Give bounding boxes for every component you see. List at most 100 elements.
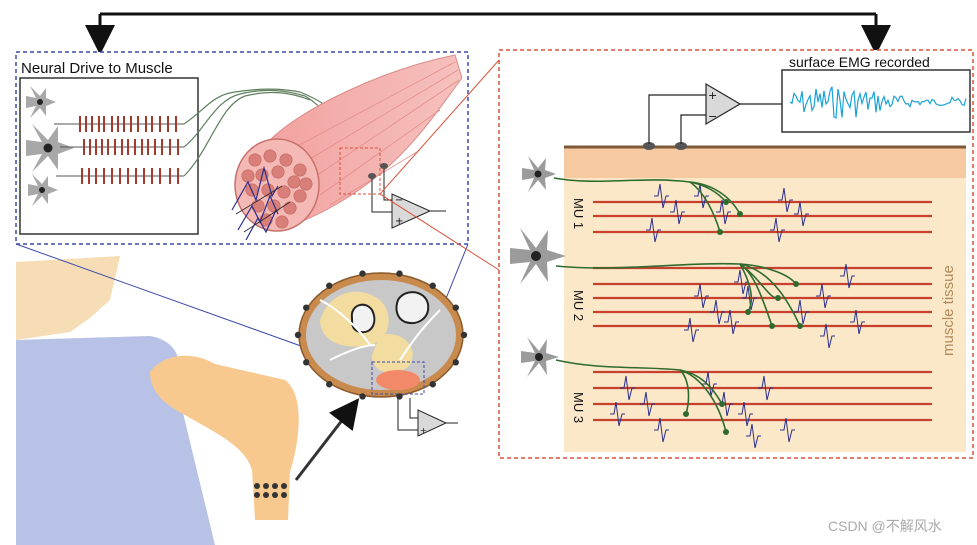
small-amplifier: − +: [368, 163, 446, 229]
svg-text:−: −: [395, 195, 403, 206]
fascicle: [279, 153, 293, 167]
mu-waveform: [794, 299, 809, 325]
mu-neurons: [510, 156, 566, 377]
forearm-electrodes: [254, 483, 287, 498]
motor-axon: [555, 262, 797, 285]
mu-waveform: [778, 187, 793, 213]
motor-axon: [679, 369, 727, 433]
motor-axon: [739, 263, 801, 327]
mu-waveform: [694, 283, 709, 309]
fascicle: [299, 177, 313, 191]
mu-waveform: [758, 375, 773, 401]
mu2-label: MU 2: [571, 290, 586, 321]
motor-axons: [553, 177, 803, 435]
cross-section-electrode: [303, 304, 310, 311]
mu-waveform: [724, 309, 739, 335]
motor-axon: [679, 369, 690, 415]
fascicle: [241, 169, 255, 183]
motor-axon: [555, 359, 723, 405]
forearm-cross-section: +: [294, 270, 468, 437]
fascicle: [293, 189, 307, 203]
mu-waveform: [850, 309, 865, 335]
mu-waveform: [684, 317, 699, 343]
neuromuscular-junction: [723, 199, 729, 205]
cross-section-electrode: [294, 331, 302, 339]
emg-trace: [789, 86, 967, 119]
neuromuscular-junction: [723, 429, 729, 435]
mu-waveform: [742, 285, 757, 311]
svg-text:−: −: [708, 110, 717, 123]
mu-waveform: [702, 371, 717, 397]
zoom-arrow: [294, 398, 360, 481]
mu-waveform: [710, 299, 725, 325]
neuromuscular-junction: [775, 295, 781, 301]
motor-axon: [689, 181, 741, 215]
mu-waveform: [654, 417, 669, 443]
neuromuscular-junction: [737, 211, 743, 217]
neuromuscular-junction: [717, 229, 723, 235]
fascicle: [283, 201, 297, 215]
fascicle: [293, 163, 307, 177]
neural-drive-title: Neural Drive to Muscle: [21, 60, 173, 77]
neuromuscular-junction: [797, 323, 803, 329]
mu-waveform: [840, 263, 855, 289]
svg-text:+: +: [395, 216, 403, 227]
mu-waveform: [738, 401, 753, 427]
mu-waveform: [820, 323, 835, 349]
mu1-label: MU 1: [571, 198, 586, 229]
svg-text:+: +: [420, 426, 427, 435]
fascicle: [248, 153, 262, 167]
cross-section-electrode: [452, 304, 459, 311]
cross-section-electrode: [452, 359, 459, 366]
mu-waveform: [716, 199, 731, 225]
mu-waveform: [654, 183, 669, 209]
motor-neurons-small: [26, 86, 74, 206]
cross-section-electrode: [326, 282, 333, 289]
fascicle: [275, 215, 289, 229]
mu-waveform: [694, 183, 709, 209]
motor-axon: [739, 263, 753, 313]
cross-section-electrode: [303, 359, 310, 366]
mu-waveform: [646, 217, 661, 243]
motor-axon: [553, 177, 727, 203]
cross-section-electrode: [359, 270, 366, 277]
muscle-belly: [234, 54, 463, 232]
motor-axon: [689, 181, 721, 233]
emg-title: surface EMG recorded: [789, 54, 930, 70]
mu-waveform: [794, 201, 809, 227]
fascicle: [287, 175, 301, 189]
neuromuscular-junction: [793, 281, 799, 287]
surface-emg-panel: + − surface EMG recorded: [379, 49, 974, 459]
spike-trains: [54, 116, 184, 184]
fascicle: [271, 165, 285, 179]
neuromuscular-junction: [769, 323, 775, 329]
mu3-label: MU 3: [571, 392, 586, 423]
mu-waveform: [770, 217, 785, 243]
intramuscular-waves: [231, 165, 291, 241]
emg-signal-box: [781, 69, 971, 133]
watermark: CSDN @不解风水: [828, 518, 942, 534]
cross-section-electrode: [396, 270, 403, 277]
body-illustration: [15, 243, 469, 545]
cross-section-electrode: [429, 381, 436, 388]
mu-waveform: [734, 269, 749, 295]
mu-waveform: [816, 283, 831, 309]
svg-text:+: +: [708, 89, 717, 102]
cross-section-electrode: [460, 331, 468, 339]
muscle-fibers: [593, 200, 932, 422]
mu-waveform: [746, 423, 761, 449]
mu-waveform: [620, 375, 635, 401]
mu-waveform: [670, 199, 685, 225]
mu-waveform: [640, 391, 655, 417]
top-connector-arrow: [85, 12, 891, 55]
fascicle: [263, 149, 277, 163]
neuromuscular-junction: [683, 411, 689, 417]
cross-section-electrode: [396, 393, 403, 400]
cross-section-electrode: [326, 381, 333, 388]
mu-waveform: [610, 401, 625, 427]
neuromuscular-junction: [719, 401, 725, 407]
cross-section-electrode: [359, 393, 366, 400]
mu-action-potentials: [610, 183, 865, 449]
neural-drive-panel: Neural Drive to Muscle: [15, 51, 469, 245]
